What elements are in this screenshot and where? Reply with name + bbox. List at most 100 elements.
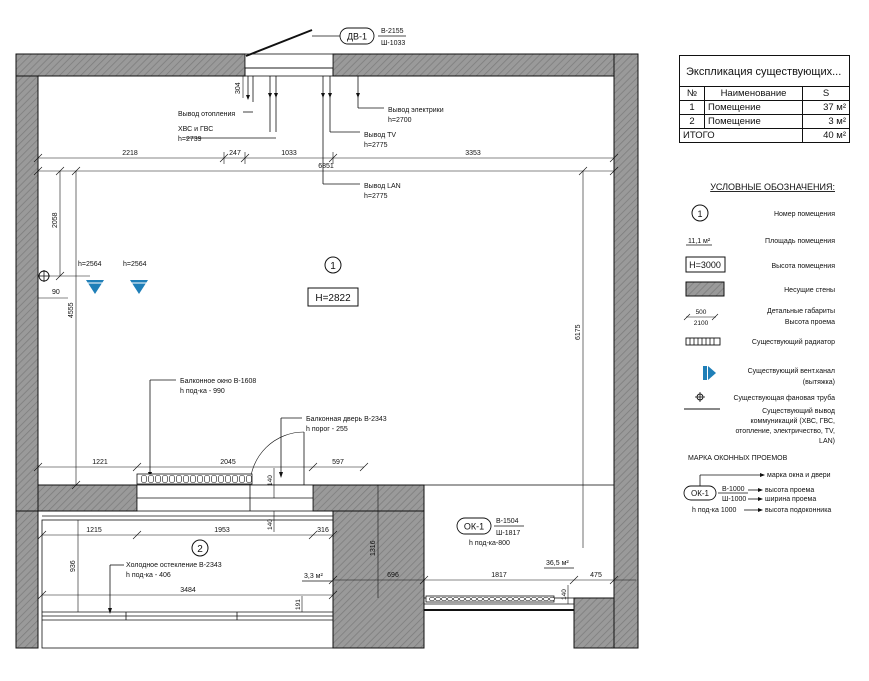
legend-comm-line1: Существующий вывод (762, 407, 835, 415)
room-2-number: 2 (197, 544, 203, 555)
cold-glazing-sill: h под-ка - 406 (126, 572, 171, 579)
explication-header-name: Наименование (704, 86, 803, 101)
radiator-fin (162, 475, 168, 483)
wall-left-lower (15, 510, 39, 649)
wall-bottom-mid (312, 484, 425, 512)
window-height: В-1504 (496, 518, 519, 525)
radiator-fin (169, 475, 175, 483)
util-lan: Вывод LAN (364, 183, 401, 190)
legend-radiator-icon (685, 337, 721, 346)
legend-vent-line2: (вытяжка) (803, 379, 835, 386)
legend-walls: Несущие стены (784, 287, 835, 294)
explication-row-name: Помещение (704, 100, 803, 115)
legend-room-number-icon (691, 204, 709, 222)
room-1-height-box (307, 287, 359, 307)
radiator-fin (471, 597, 477, 601)
dim-304: 304 (235, 82, 242, 94)
util-electric: Вывод электрики (388, 107, 444, 114)
radiator-fin (465, 597, 471, 601)
door-width: Ш-1033 (381, 40, 405, 47)
legend-mark-width-label: ширина проема (765, 496, 816, 503)
radiator-fin (197, 475, 203, 483)
radiator-fin (239, 475, 245, 483)
legend-vent-line1: Существующий вент.канал (748, 367, 835, 375)
vent-1-height: h=2564 (78, 261, 102, 268)
legend-mark-code: ОК-1 (691, 489, 710, 498)
dim-247: 247 (229, 150, 241, 157)
room-1-number: 1 (330, 261, 336, 272)
dim-1221: 1221 (92, 459, 108, 466)
legend-comm-line3: отопление, электричество, TV, (735, 428, 835, 435)
explication-row-name: Помещение (704, 114, 803, 129)
radiator-fin (429, 597, 435, 601)
door-height: В-2155 (381, 28, 404, 35)
wall-bottom-left (37, 484, 138, 512)
explication-row-area: 3 м² (802, 114, 850, 129)
room-1-number-circle (324, 256, 342, 274)
radiator-fin (441, 597, 447, 601)
legend-room-area: Площадь помещения (765, 238, 835, 245)
legend-radiator: Существующий радиатор (752, 338, 835, 346)
wall-right (613, 53, 639, 649)
legend-comm-line2: коммуникаций (ХВС, ГВС, (750, 417, 835, 425)
legend-mark-sill-label: высота подоконника (765, 507, 831, 514)
radiator-fin (190, 475, 196, 483)
util-heating: Вывод отопления (178, 111, 235, 118)
radiator-fin (453, 597, 459, 601)
radiator-fin (477, 597, 483, 601)
radiator-fin (225, 475, 231, 483)
legend-opening-line2: Высота проема (785, 319, 835, 326)
legend-riser: Существующая фановая труба (733, 394, 835, 402)
svg-text:1: 1 (697, 209, 702, 219)
dim-1215: 1215 (86, 527, 102, 534)
explication-total-label: ИТОГО (679, 128, 803, 143)
util-hvs: ХВС и ГВС (178, 126, 213, 133)
balcony-door-title: Балконная дверь В-2343 (306, 416, 387, 423)
legend-wall-swatch (685, 281, 725, 297)
cold-glazing-title: Холодное остекление В-2343 (126, 562, 222, 569)
dim-140-c: 140 (561, 589, 568, 600)
legend-room-height: Высота помещения (771, 263, 835, 270)
entrance-opening (244, 53, 334, 69)
util-hvs-h: h=2739 (178, 136, 202, 143)
legend-opening-line1: Детальные габариты (767, 307, 835, 315)
explication-title: Экспликация существующих... (679, 55, 850, 87)
explication-row-area: 37 м² (802, 100, 850, 115)
dim-4555: 4555 (68, 302, 75, 318)
util-electric-h: h=2700 (388, 117, 412, 124)
balcony-door-swing (249, 431, 305, 486)
dim-140-b: 140 (267, 519, 274, 530)
legend-opening-bottom: 2100 (694, 320, 709, 327)
wall-bottom-right (573, 597, 615, 649)
radiator-fin (525, 597, 531, 601)
wall-top-left (15, 53, 246, 77)
explication-total-value: 40 м² (802, 128, 850, 143)
window-code: ОК-1 (464, 522, 484, 532)
window-mark-ok1: ОК-1 В-1504 Ш-1817 h под-ка-800 (456, 517, 524, 547)
legend-title: УСЛОВНЫЕ ОБОЗНАЧЕНИЯ: (710, 182, 835, 192)
legend-room-number: Номер помещения (774, 211, 835, 218)
legend-mark-height-label: высота проема (765, 487, 814, 494)
legend-opening-top: 500 (696, 309, 707, 316)
radiator-fin (155, 475, 161, 483)
radiator-fin (447, 597, 453, 601)
dim-1316: 1316 (370, 540, 377, 556)
room-2-number-circle (191, 539, 209, 557)
radiator-fin (543, 597, 549, 601)
radiator-fin (148, 475, 154, 483)
dim-2218: 2218 (122, 150, 138, 157)
dim-chain-top (33, 150, 619, 176)
legend-vent-icon (703, 366, 707, 380)
dim-6851: 6851 (318, 163, 334, 170)
legend-marks-title: МАРКА ОКОННЫХ ПРОЕМОВ (688, 455, 788, 462)
explication-table: Экспликация существующих... № Наименован… (679, 55, 850, 149)
radiator-fin (501, 597, 507, 601)
dim-936: 936 (70, 560, 77, 572)
legend-mark-height: В-1000 (722, 486, 745, 493)
legend-mark-oval (683, 485, 717, 501)
dim-1033: 1033 (281, 150, 297, 157)
radiator-fin (246, 475, 252, 483)
riser-symbol (38, 270, 50, 282)
radiator-fin (507, 597, 513, 601)
